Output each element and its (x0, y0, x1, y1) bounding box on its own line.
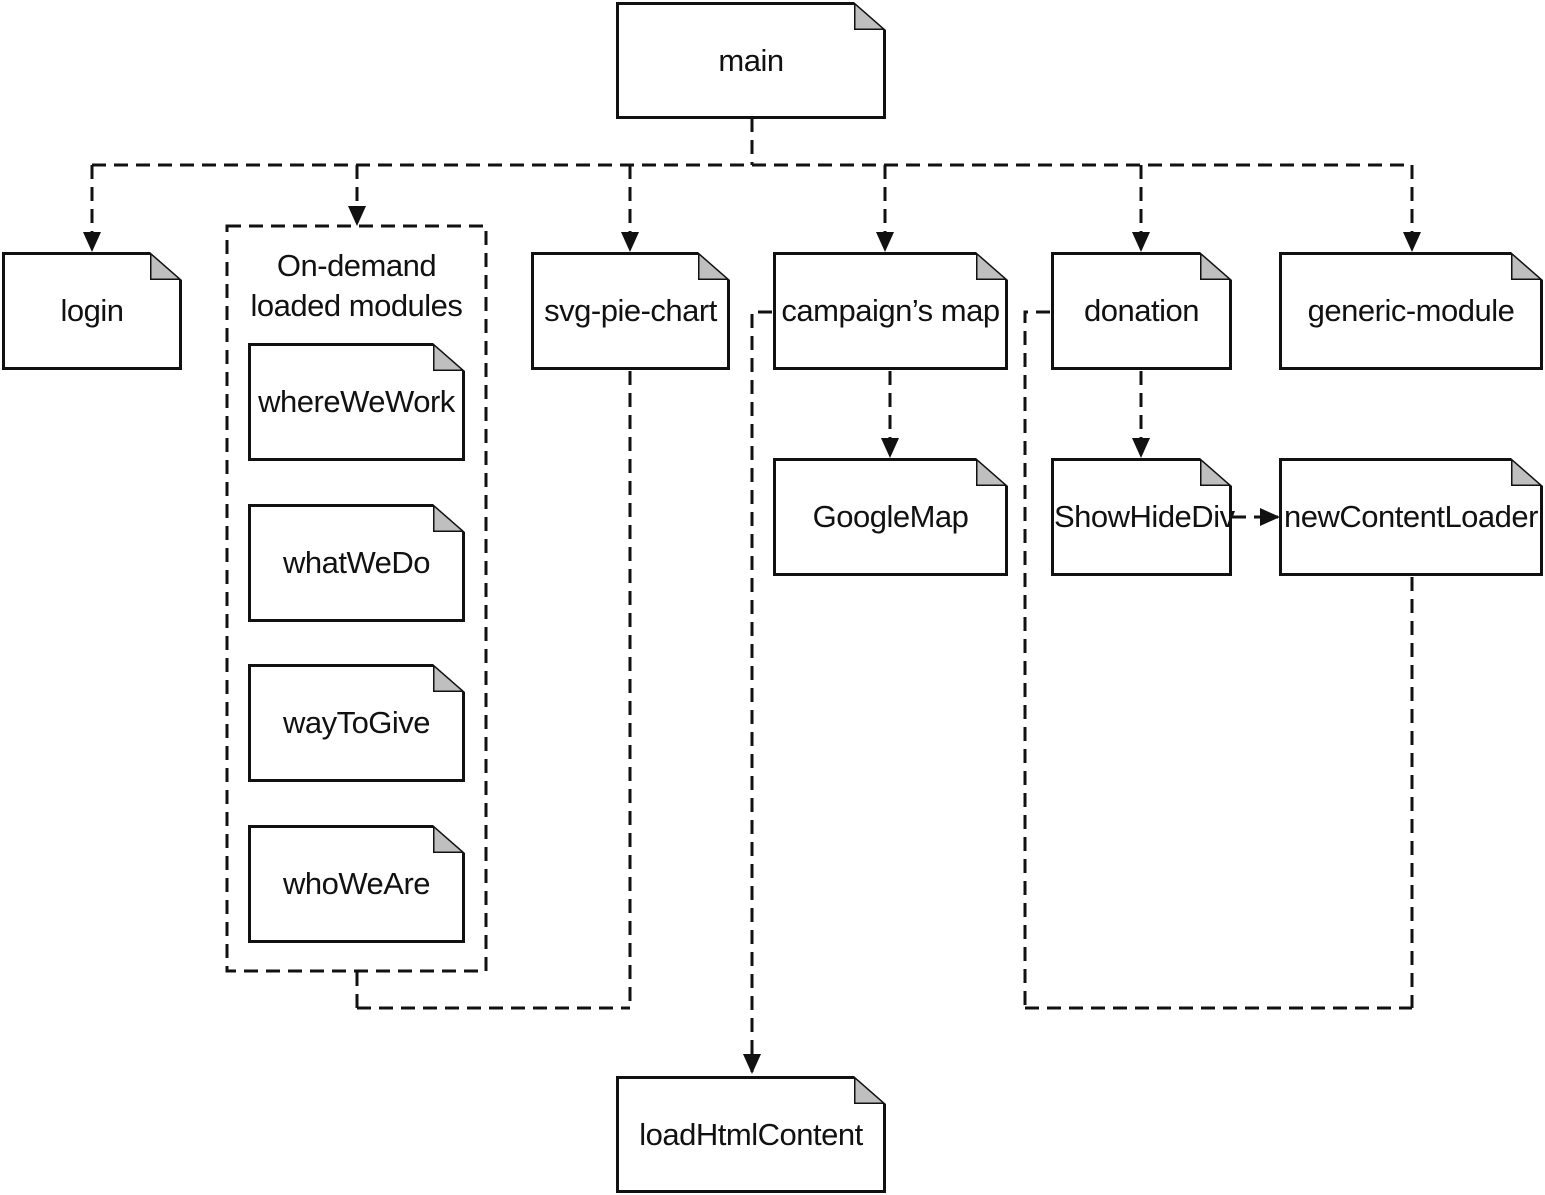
page-fold-icon (1511, 252, 1543, 280)
module-donation-label: donation (1084, 293, 1199, 328)
module-newcontentloader-label: newContentLoader (1284, 499, 1538, 534)
module-googlemap-label: GoogleMap (812, 499, 969, 534)
module-generic-module-label: generic-module (1307, 293, 1515, 328)
module-whoWeAre-label: whoWeAre (282, 866, 431, 901)
module-generic-module: generic-module (1279, 252, 1543, 370)
module-main-label: main (718, 42, 784, 78)
page-fold-icon (433, 343, 465, 371)
module-whoWeAre: whoWeAre (248, 825, 465, 943)
page-fold-icon (1511, 458, 1543, 486)
campaigns-map-to-load-html-line (743, 310, 772, 1074)
page-fold-icon (854, 1076, 886, 1104)
module-whatWeDo-label: whatWeDo (282, 545, 431, 580)
page-fold-icon (976, 252, 1008, 280)
page-fold-icon (1200, 252, 1232, 280)
module-loadhtmlcontent-label: loadHtmlContent (639, 1116, 863, 1152)
donation-down-line (1023, 310, 1050, 1008)
page-fold-icon (433, 504, 465, 532)
module-whereWeWork: whereWeWork (248, 343, 465, 461)
module-donation: donation (1051, 252, 1232, 370)
page-fold-icon (433, 664, 465, 692)
page-fold-icon (698, 252, 730, 280)
page-fold-icon (150, 252, 182, 280)
module-newcontentloader: newContentLoader (1279, 458, 1543, 576)
module-main: main (616, 2, 886, 119)
on-demand-group-frame (225, 224, 488, 973)
module-svg-pie-chart-label: svg-pie-chart (544, 293, 717, 328)
module-login: login (2, 252, 182, 370)
module-wayToGive-label: wayToGive (282, 705, 431, 740)
module-wayToGive: wayToGive (248, 664, 465, 782)
module-whereWeWork-label: whereWeWork (258, 384, 455, 419)
on-demand-group-title: On-demand loaded modules (250, 248, 463, 323)
page-fold-icon (976, 458, 1008, 486)
module-login-label: login (60, 293, 125, 328)
page-fold-icon (433, 825, 465, 853)
module-campaigns-map-label: campaign’s map (781, 293, 1000, 328)
module-showhidediv: ShowHideDiv (1051, 458, 1235, 576)
page-fold-icon (854, 2, 886, 30)
module-googlemap: GoogleMap (773, 458, 1008, 576)
module-svg-pie-chart: svg-pie-chart (531, 252, 730, 370)
module-whatWeDo: whatWeDo (248, 504, 465, 622)
module-campaigns-map: campaign’s map (773, 252, 1008, 370)
page-fold-icon (1200, 458, 1232, 486)
module-showhidediv-label: ShowHideDiv (1054, 499, 1235, 534)
module-loadhtmlcontent: loadHtmlContent (616, 1076, 886, 1193)
